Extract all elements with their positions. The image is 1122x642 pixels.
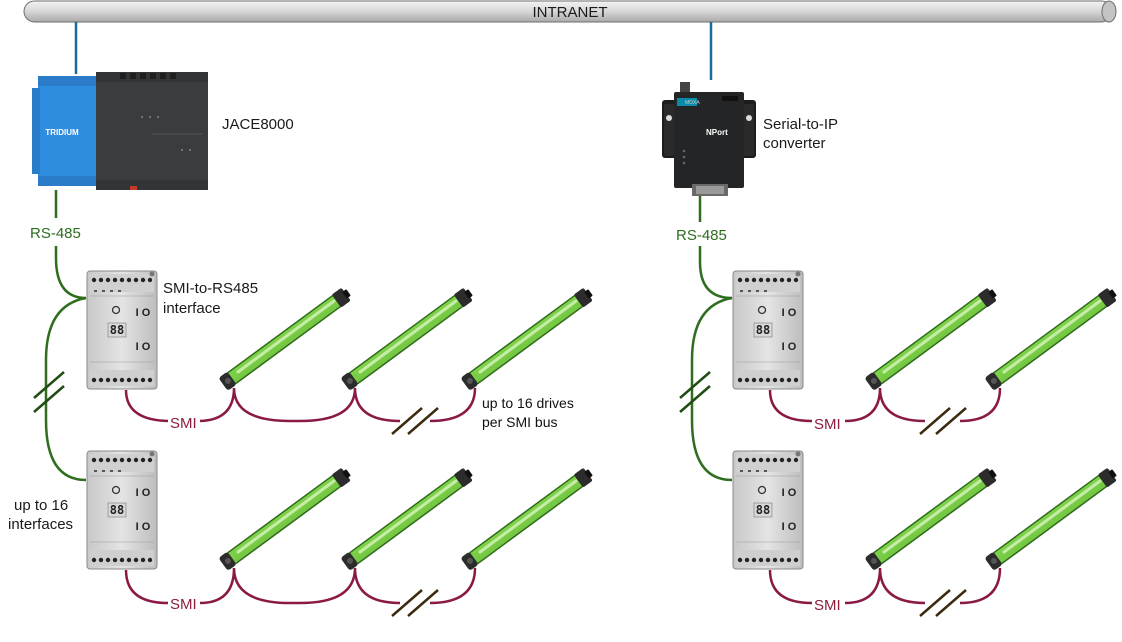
smi-wiring-right-bottom [768,567,1002,605]
smi-interface-left-top [86,270,158,390]
smi-wiring-left-bottom [124,567,477,605]
break-marker-smi-left-bottom [391,589,439,617]
drives-note-line2: per SMI bus [482,414,557,430]
interface-label-line2: interface [163,300,221,317]
interface-label-line1: SMI-to-RS485 [163,280,258,297]
break-marker-smi-left-top [391,407,439,435]
interfaces-note-line2: interfaces [8,516,73,533]
interfaces-note-line1: up to 16 [14,497,68,514]
break-marker-smi-right-top [919,407,967,435]
smi-interface-left-bottom [86,450,158,570]
smi-wiring-right-top [768,387,1002,423]
drive-left-top-1 [218,286,353,391]
converter-label-line2: converter [763,135,826,152]
drive-right-bottom-1 [864,466,999,571]
rs485-wiring-left [44,190,87,482]
jace-brand: TRIDIUM [45,128,79,137]
smi-label-right-bottom: SMI [814,597,841,614]
drive-left-top-2 [340,286,475,391]
moxa-converter: MOXA NPort [662,82,756,196]
drive-left-bottom-1 [218,466,353,571]
drive-left-top-3 [460,286,595,391]
smi-interface-right-bottom [732,450,804,570]
smi-interface-right-top [732,270,804,390]
drive-left-bottom-2 [340,466,475,571]
smi-label-right-top: SMI [814,416,841,433]
smi-label-left-bottom: SMI [170,596,197,613]
rs485-label-right: RS-485 [676,227,727,244]
intranet-bus: INTRANET [23,0,1117,23]
rs485-label-left: RS-485 [30,225,81,242]
converter-label-line1: Serial-to-IP [763,116,838,133]
moxa-brand: MOXA [685,100,700,106]
drive-right-top-2 [984,286,1119,391]
moxa-model: NPort [706,128,728,137]
rs485-wiring-right [690,196,733,482]
drive-left-bottom-3 [460,466,595,571]
intranet-label: INTRANET [533,4,608,21]
drives-note-line1: up to 16 drives [482,395,574,411]
jace-label: JACE8000 [222,116,294,133]
break-marker-rs485-right [679,371,711,413]
drive-right-bottom-2 [984,466,1119,571]
jace-controller: TRIDIUM [32,72,208,190]
drive-right-top-1 [864,286,999,391]
break-marker-smi-right-bottom [919,589,967,617]
smi-label-left-top: SMI [170,415,197,432]
smi-wiring-left-top [124,387,477,423]
break-marker-rs485-left [33,371,65,413]
